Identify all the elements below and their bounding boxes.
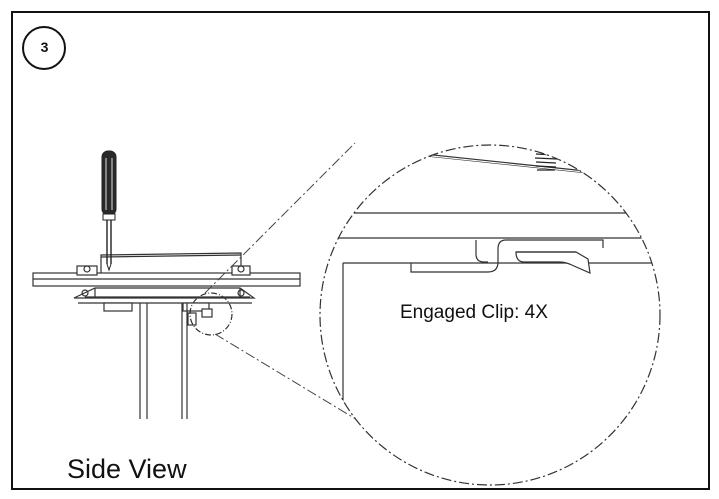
engaged-clip-callout: Engaged Clip: 4X (400, 302, 548, 323)
threaded-stud (534, 153, 558, 171)
view-title: Side View (67, 454, 187, 484)
detail-marker-circle (189, 292, 233, 336)
deck-top (100, 252, 242, 273)
step-number: 3 (40, 39, 49, 55)
panel-border (11, 11, 710, 490)
engaged-clip (410, 239, 604, 273)
assembly-side-view (32, 252, 301, 419)
clip-left (76, 265, 98, 276)
zoom-circle (319, 144, 661, 486)
detail-magnifier-icon (319, 144, 661, 486)
step-badge-circle (22, 26, 66, 70)
clip-right (231, 265, 251, 276)
screwdriver-icon (101, 150, 117, 272)
